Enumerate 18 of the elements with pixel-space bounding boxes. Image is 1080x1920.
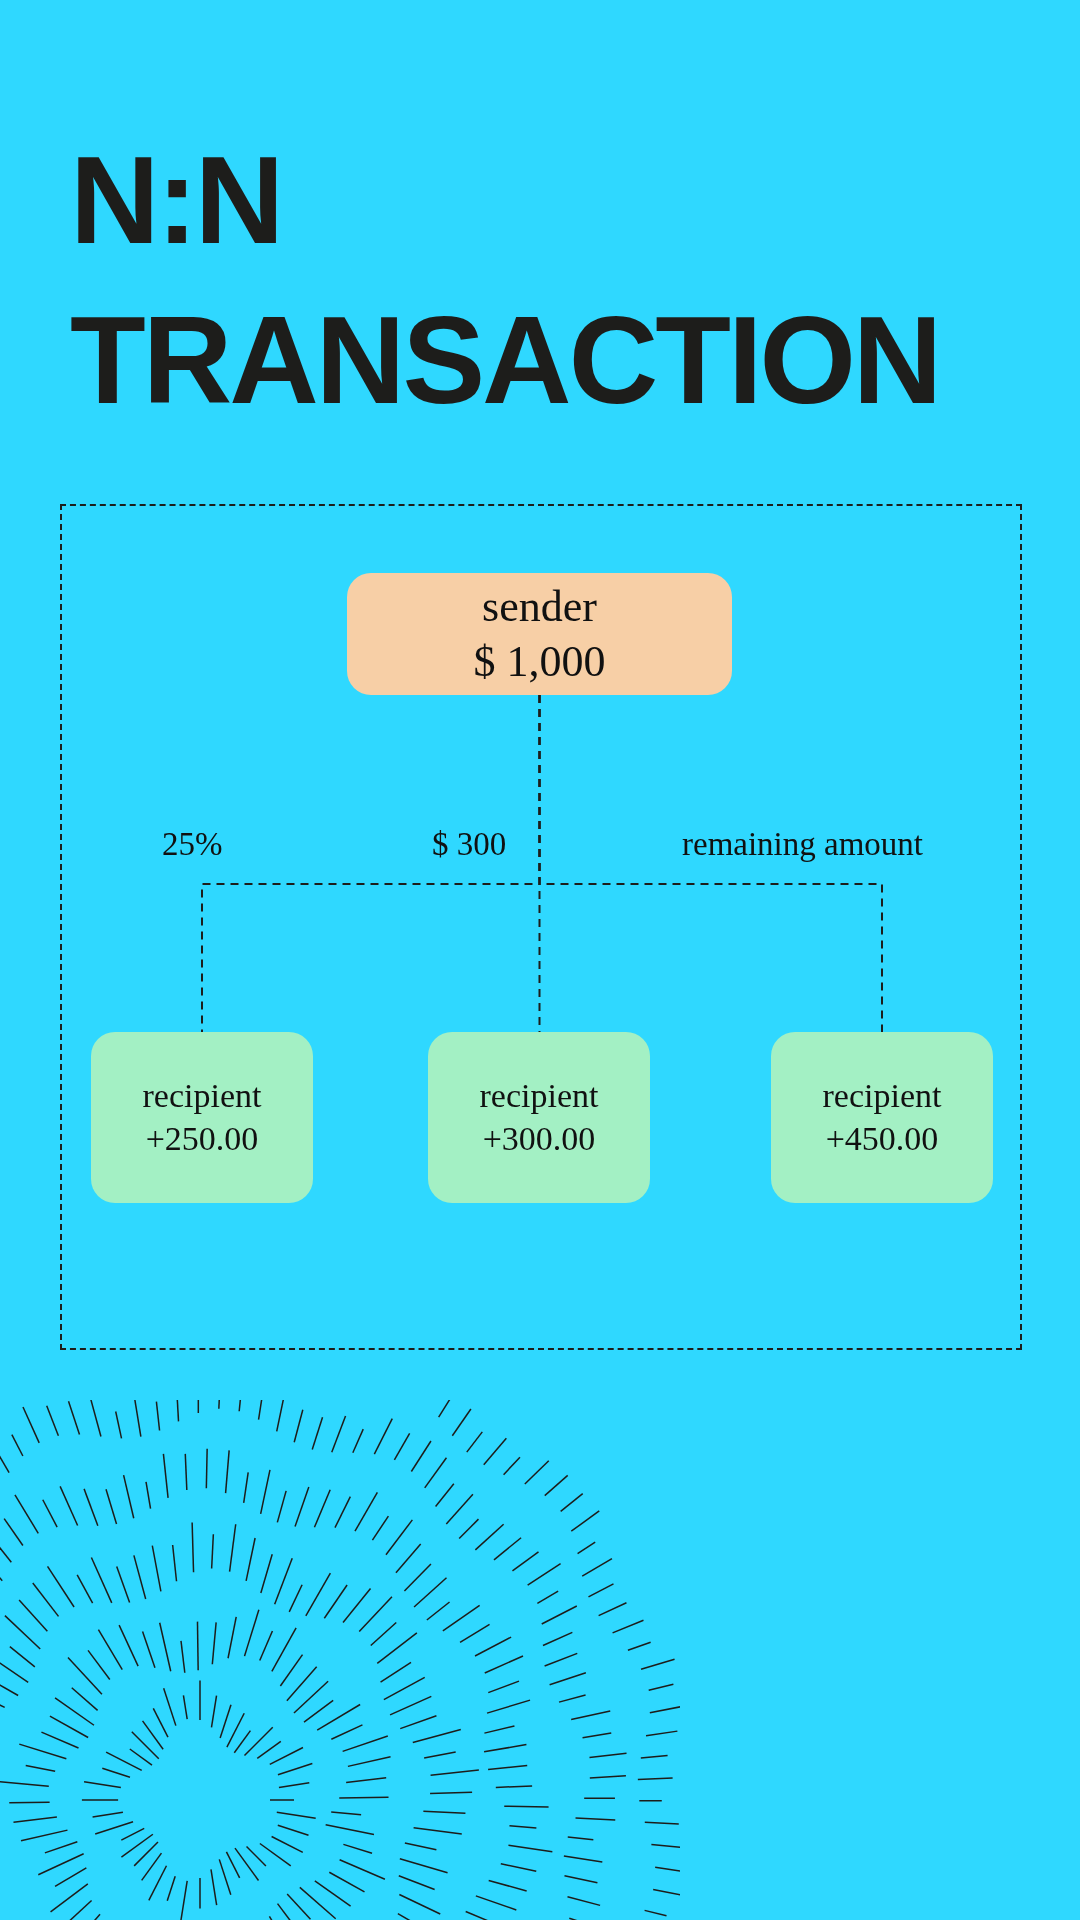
- title: N:N TRANSACTION: [70, 130, 941, 431]
- edge-label: remaining amount: [682, 826, 924, 862]
- node-text: sender: [482, 581, 597, 633]
- dashed-frame: [60, 504, 1022, 1350]
- node-text: recipient: [479, 1076, 599, 1116]
- node-text: recipient: [822, 1076, 942, 1116]
- recipient-box: [91, 1032, 313, 1203]
- recipient-box: [771, 1032, 993, 1203]
- recipient-box: [428, 1032, 650, 1203]
- node-text: +250.00: [145, 1118, 259, 1159]
- connector-line: [538, 694, 883, 1033]
- node-text: recipient: [142, 1076, 262, 1116]
- node-text: +450.00: [825, 1118, 939, 1159]
- sender-box: [347, 573, 732, 695]
- edge-label: $ 300: [432, 826, 507, 862]
- node-text: $ 1,000: [473, 636, 606, 688]
- edge-label: 25%: [162, 826, 223, 862]
- node-text: +300.00: [482, 1118, 596, 1159]
